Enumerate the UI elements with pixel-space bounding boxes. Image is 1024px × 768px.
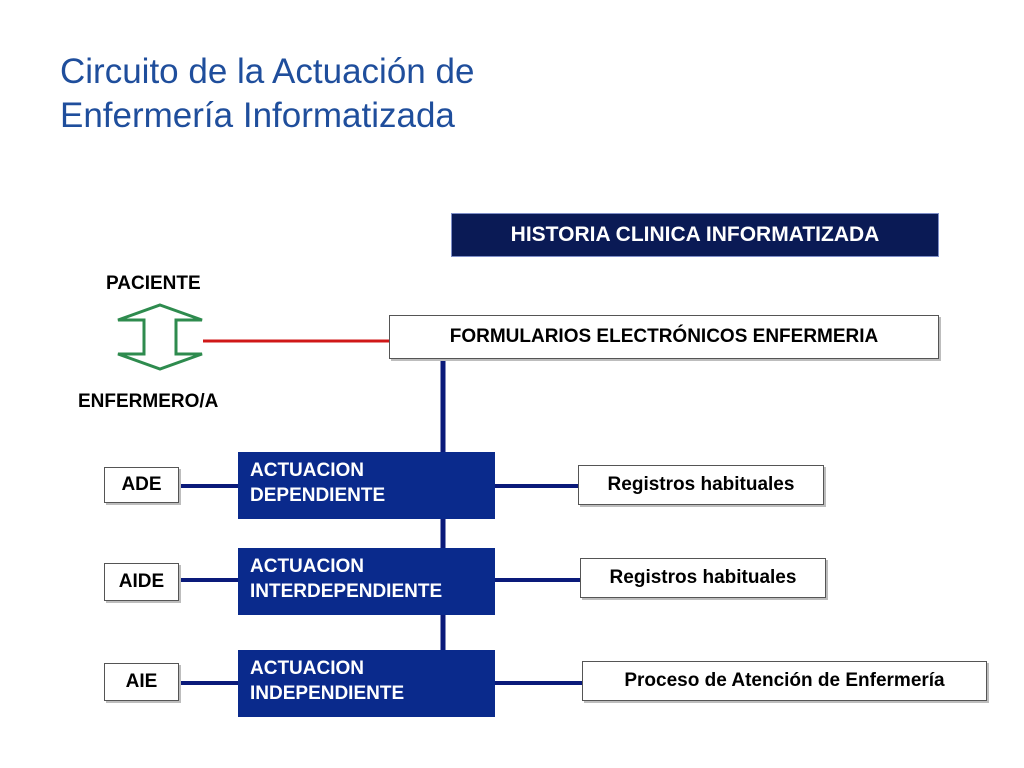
code-box-ade: ADE xyxy=(104,467,179,503)
page-title: Circuito de la Actuación de Enfermería I… xyxy=(60,50,760,138)
double-arrow-vertical-icon xyxy=(117,303,203,371)
record-label: Registros habituales xyxy=(609,567,797,588)
record-box-3: Proceso de Atención de Enfermería xyxy=(582,661,987,701)
historia-clinica-box: HISTORIA CLINICA INFORMATIZADA xyxy=(451,213,939,257)
formularios-label: FORMULARIOS ELECTRÓNICOS ENFERMERIA xyxy=(449,326,879,347)
formularios-box: FORMULARIOS ELECTRÓNICOS ENFERMERIA xyxy=(389,315,939,359)
actuacion-line-2: DEPENDIENTE xyxy=(250,485,386,506)
actuacion-line-1: ACTUACION xyxy=(250,658,364,679)
historia-clinica-label: HISTORIA CLINICA INFORMATIZADA xyxy=(510,223,880,246)
code-box-aide: AIDE xyxy=(104,563,179,601)
actuacion-line-1: ACTUACION xyxy=(250,460,364,481)
code-label: ADE xyxy=(121,474,162,495)
enfermero-label: ENFERMERO/A xyxy=(78,391,219,412)
code-label: AIE xyxy=(125,671,158,692)
record-box-2: Registros habituales xyxy=(580,558,826,598)
record-box-1: Registros habituales xyxy=(578,465,824,505)
title-line-2: Enfermería Informatizada xyxy=(60,96,455,135)
title-line-1: Circuito de la Actuación de xyxy=(60,52,475,91)
actuacion-dependiente-box: ACTUACION DEPENDIENTE xyxy=(238,452,495,519)
actuacion-interdependiente-box: ACTUACION INTERDEPENDIENTE xyxy=(238,548,495,615)
record-label: Proceso de Atención de Enfermería xyxy=(624,670,945,691)
code-label: AIDE xyxy=(118,571,165,592)
actuacion-line-2: INDEPENDIENTE xyxy=(250,683,405,704)
code-box-aie: AIE xyxy=(104,663,179,701)
paciente-label: PACIENTE xyxy=(106,273,201,294)
actuacion-line-2: INTERDEPENDIENTE xyxy=(250,581,443,602)
actuacion-line-1: ACTUACION xyxy=(250,556,364,577)
record-label: Registros habituales xyxy=(607,474,795,495)
actuacion-independiente-box: ACTUACION INDEPENDIENTE xyxy=(238,650,495,717)
